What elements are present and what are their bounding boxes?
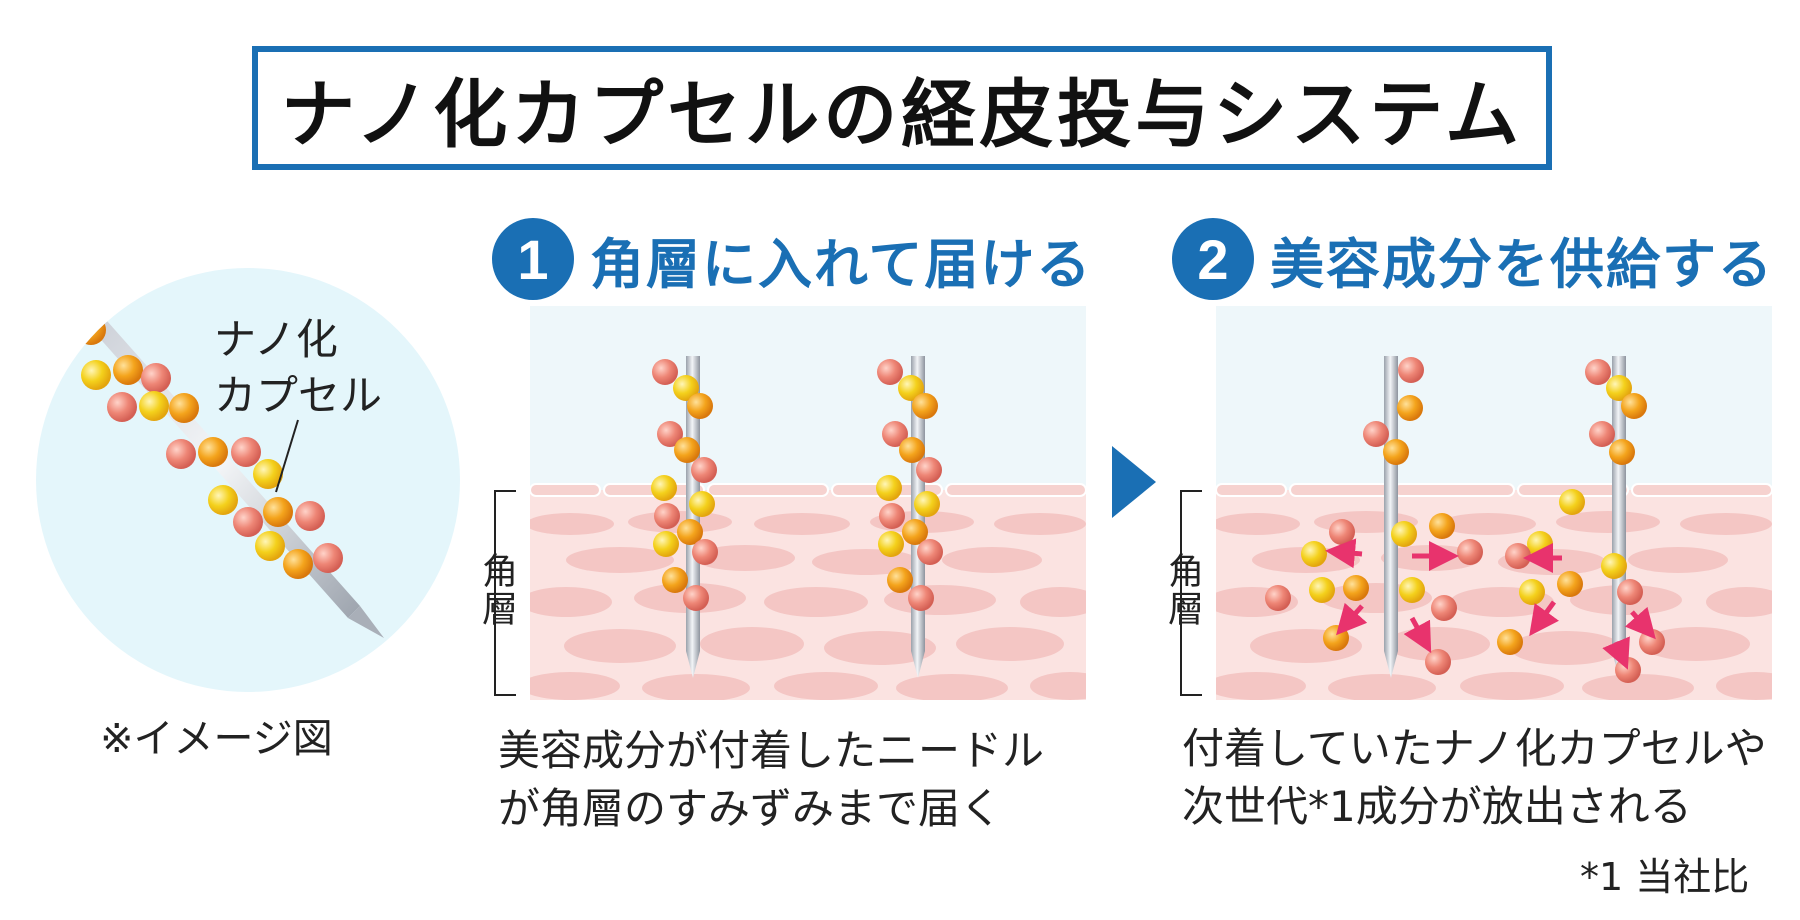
stratum-label-1: 角層 (476, 552, 517, 628)
step-2-number-badge: 2 (1172, 218, 1254, 300)
step-1-description-line-1: 美容成分が付着したニードル (498, 726, 1045, 775)
capsule-cluster-needle-2 (876, 359, 943, 611)
step-2-heading: 2 美容成分を供給する (1172, 218, 1774, 300)
step-1-description-line-2: が角層のすみずみまで届く (498, 784, 1003, 833)
zoom-label-line-1: ナノ化 (214, 315, 338, 364)
footnote: *1 当社比 (1580, 855, 1750, 899)
capsule-cluster (76, 315, 343, 579)
capsule-cluster-needle-1 (651, 359, 718, 611)
step-1-skin-panel (530, 306, 1086, 700)
step-1-number-badge: 1 (492, 218, 574, 300)
zoom-label-line-2: カプセル (214, 371, 383, 420)
stratum-bracket-1 (494, 490, 516, 696)
step-2-description-line-1: 付着していたナノ化カプセルや (1182, 724, 1767, 773)
step-2-description-line-2: 次世代*1成分が放出される (1182, 782, 1692, 831)
step-2-title: 美容成分を供給する (1270, 232, 1774, 296)
release-arrows (1325, 538, 1656, 670)
step-1-title: 角層に入れて届ける (590, 232, 1093, 296)
zoom-circle-graphic (36, 268, 460, 692)
image-note: ※イメージ図 (100, 716, 333, 762)
skin-cross-section-1 (530, 306, 1086, 700)
label-pointer-line (275, 419, 299, 493)
step-2-skin-panel (1216, 306, 1772, 700)
skin-cross-section-2 (1216, 306, 1772, 700)
triangle-right-icon (1112, 446, 1156, 518)
zoom-label: ナノ化 カプセル (214, 312, 382, 424)
stratum-label-2: 角層 (1162, 552, 1203, 628)
step-1-description: 美容成分が付着したニードル が角層のすみずみまで届く (498, 722, 1044, 838)
title-box: ナノ化カプセルの経皮投与システム (252, 46, 1552, 170)
capsules-released (1265, 489, 1665, 683)
page-title: ナノ化カプセルの経皮投与システム (280, 71, 1524, 158)
stratum-bracket-2 (1180, 490, 1202, 696)
step-2-description: 付着していたナノ化カプセルや 次世代*1成分が放出される (1182, 720, 1767, 836)
needle-icon (1384, 356, 1398, 678)
zoom-illustration: ナノ化 カプセル (36, 268, 460, 692)
step-1-heading: 1 角層に入れて届ける (492, 218, 1092, 300)
capsules-remaining-above-skin (1363, 357, 1647, 465)
